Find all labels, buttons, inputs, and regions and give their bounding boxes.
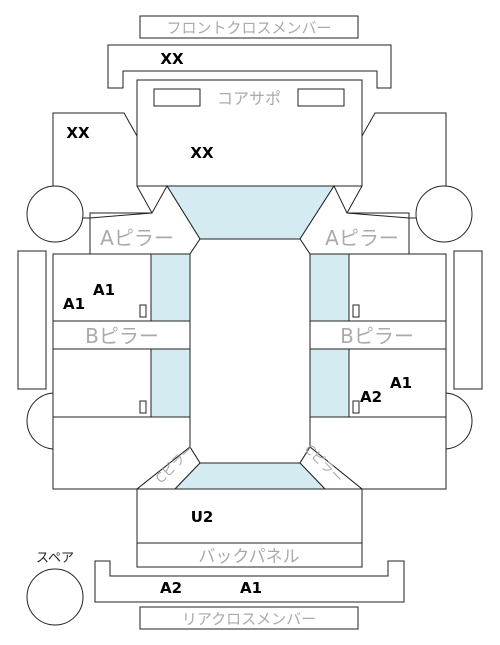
back-panel[interactable] bbox=[136, 542, 363, 568]
front-cross-member-label: フロントクロスメンバー bbox=[166, 19, 331, 37]
rear-window[interactable] bbox=[173, 462, 327, 490]
front-left-wheel[interactable] bbox=[26, 185, 84, 243]
front-cross-member-code: XX bbox=[160, 50, 184, 68]
front-left-door-code-upper: A1 bbox=[93, 281, 115, 299]
front-left-window[interactable] bbox=[150, 253, 191, 322]
rear-right-window[interactable] bbox=[309, 348, 350, 418]
front-left-door-code-lower: A1 bbox=[63, 295, 85, 313]
rear-bumper[interactable] bbox=[94, 560, 405, 603]
front-right-window[interactable] bbox=[309, 253, 350, 322]
a-pillar-left-label: Aピラー bbox=[100, 226, 174, 250]
b-pillar-right-label: Bピラー bbox=[340, 324, 414, 348]
rear-right-door-handle[interactable] bbox=[352, 400, 360, 414]
front-right-door-handle[interactable] bbox=[352, 304, 360, 318]
roof[interactable] bbox=[189, 238, 311, 464]
trunk[interactable] bbox=[136, 488, 363, 544]
core-support-label: コアサポ bbox=[217, 89, 281, 108]
left-headlight[interactable] bbox=[153, 88, 201, 107]
hood-code: XX bbox=[190, 144, 214, 162]
b-pillar-right[interactable] bbox=[309, 320, 447, 350]
a-pillar-right-label: Aピラー bbox=[325, 226, 399, 250]
rear-cross-member-label: リアクロスメンバー bbox=[182, 610, 316, 628]
right-side-step[interactable] bbox=[453, 250, 483, 390]
front-right-wheel[interactable] bbox=[415, 185, 473, 243]
rear-right-door-code-a2: A2 bbox=[360, 388, 382, 406]
front-left-door-handle[interactable] bbox=[139, 304, 147, 318]
b-pillar-left[interactable] bbox=[52, 320, 191, 350]
left-fender-code: XX bbox=[66, 124, 90, 142]
left-side-step[interactable] bbox=[17, 250, 47, 390]
rear-bumper-code-a1: A1 bbox=[240, 579, 262, 597]
rear-cross-member-label-box: リアクロスメンバー bbox=[139, 606, 359, 630]
b-pillar-left-label: Bピラー bbox=[85, 324, 159, 348]
spare-label: スペア bbox=[36, 551, 74, 566]
rear-left-door-handle[interactable] bbox=[139, 400, 147, 414]
rear-right-door-code-a1: A1 bbox=[390, 374, 412, 392]
rear-bumper-code-a2: A2 bbox=[160, 579, 182, 597]
front-cross-member-label-box: フロントクロスメンバー bbox=[139, 15, 359, 39]
back-panel-label: バックパネル bbox=[198, 547, 299, 567]
spare-tire[interactable] bbox=[26, 568, 84, 626]
right-headlight[interactable] bbox=[297, 88, 345, 107]
trunk-code: U2 bbox=[191, 508, 214, 526]
front-cross-member[interactable] bbox=[107, 44, 392, 89]
rear-left-window[interactable] bbox=[150, 348, 191, 418]
